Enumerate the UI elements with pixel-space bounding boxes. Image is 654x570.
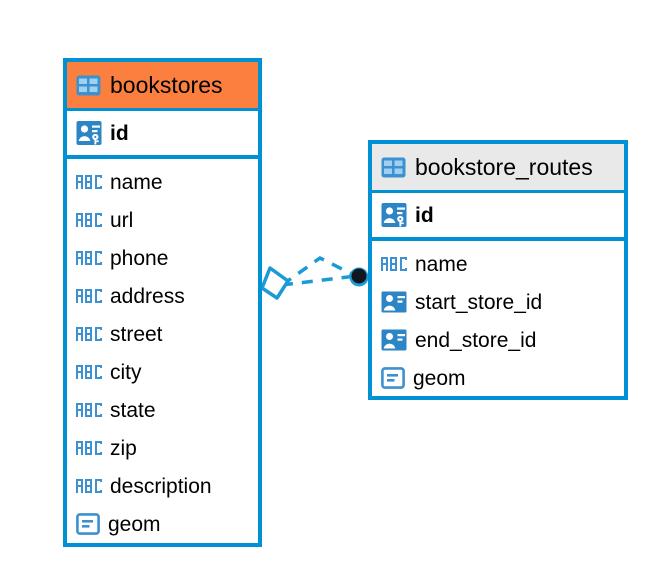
field-row-primary-key[interactable]: id	[372, 193, 624, 237]
field-row-name[interactable]: name	[372, 245, 624, 283]
field-label: geom	[413, 366, 466, 390]
field-label: start_store_id	[415, 290, 543, 314]
field-label: city	[110, 360, 142, 384]
geometry-type-icon	[76, 513, 100, 535]
field-label: url	[110, 208, 134, 232]
field-label: id	[415, 203, 434, 227]
field-row-geom[interactable]: geom	[372, 359, 624, 397]
primary-key-section-bookstore-routes: id	[372, 190, 624, 241]
text-type-icon	[76, 441, 102, 455]
primary-key-section-bookstores: id	[67, 108, 258, 159]
text-type-icon	[76, 327, 102, 341]
field-label: end_store_id	[415, 328, 537, 352]
field-label: street	[110, 322, 163, 346]
field-label: geom	[108, 512, 161, 536]
entity-title: bookstore_routes	[415, 153, 593, 180]
field-label: zip	[110, 436, 137, 460]
field-label: name	[110, 170, 163, 194]
field-row-phone[interactable]: phone	[67, 239, 258, 277]
text-type-icon	[76, 479, 102, 493]
field-row-city[interactable]: city	[67, 353, 258, 391]
entity-bookstores[interactable]: bookstores id	[63, 58, 262, 547]
text-type-icon	[381, 257, 407, 271]
crows-foot-diamond-marker	[260, 266, 290, 300]
field-row-address[interactable]: address	[67, 277, 258, 315]
field-label: description	[110, 474, 212, 498]
field-row-url[interactable]: url	[67, 201, 258, 239]
field-row-street[interactable]: street	[67, 315, 258, 353]
table-icon	[381, 157, 406, 177]
field-label: address	[110, 284, 185, 308]
entity-header-bookstore-routes[interactable]: bookstore_routes	[372, 144, 624, 190]
field-list-bookstores: name url	[67, 159, 258, 549]
entity-bookstore-routes[interactable]: bookstore_routes id	[368, 140, 628, 400]
field-row-zip[interactable]: zip	[67, 429, 258, 467]
entity-title: bookstores	[110, 71, 223, 98]
field-list-bookstore-routes: name start_store_id	[372, 241, 624, 403]
text-type-icon	[76, 251, 102, 265]
field-row-state[interactable]: state	[67, 391, 258, 429]
field-label: phone	[110, 246, 169, 270]
field-label: id	[110, 121, 129, 145]
primary-key-icon	[76, 121, 102, 145]
field-row-description[interactable]: description	[67, 467, 258, 505]
foreign-key-icon	[381, 291, 407, 313]
text-type-icon	[76, 365, 102, 379]
field-label: name	[415, 252, 468, 276]
table-icon	[76, 75, 101, 95]
text-type-icon	[76, 403, 102, 417]
field-row-name[interactable]: name	[67, 163, 258, 201]
foreign-key-icon	[381, 329, 407, 351]
text-type-icon	[76, 213, 102, 227]
field-row-primary-key[interactable]: id	[67, 111, 258, 155]
geometry-type-icon	[381, 367, 405, 389]
field-row-geom[interactable]: geom	[67, 505, 258, 543]
filled-circle-marker	[349, 267, 369, 287]
field-label: state	[110, 398, 156, 422]
entity-header-bookstores[interactable]: bookstores	[67, 62, 258, 108]
field-row-end-store-id[interactable]: end_store_id	[372, 321, 624, 359]
primary-key-icon	[381, 203, 407, 227]
field-row-start-store-id[interactable]: start_store_id	[372, 283, 624, 321]
text-type-icon	[76, 289, 102, 303]
text-type-icon	[76, 175, 102, 189]
